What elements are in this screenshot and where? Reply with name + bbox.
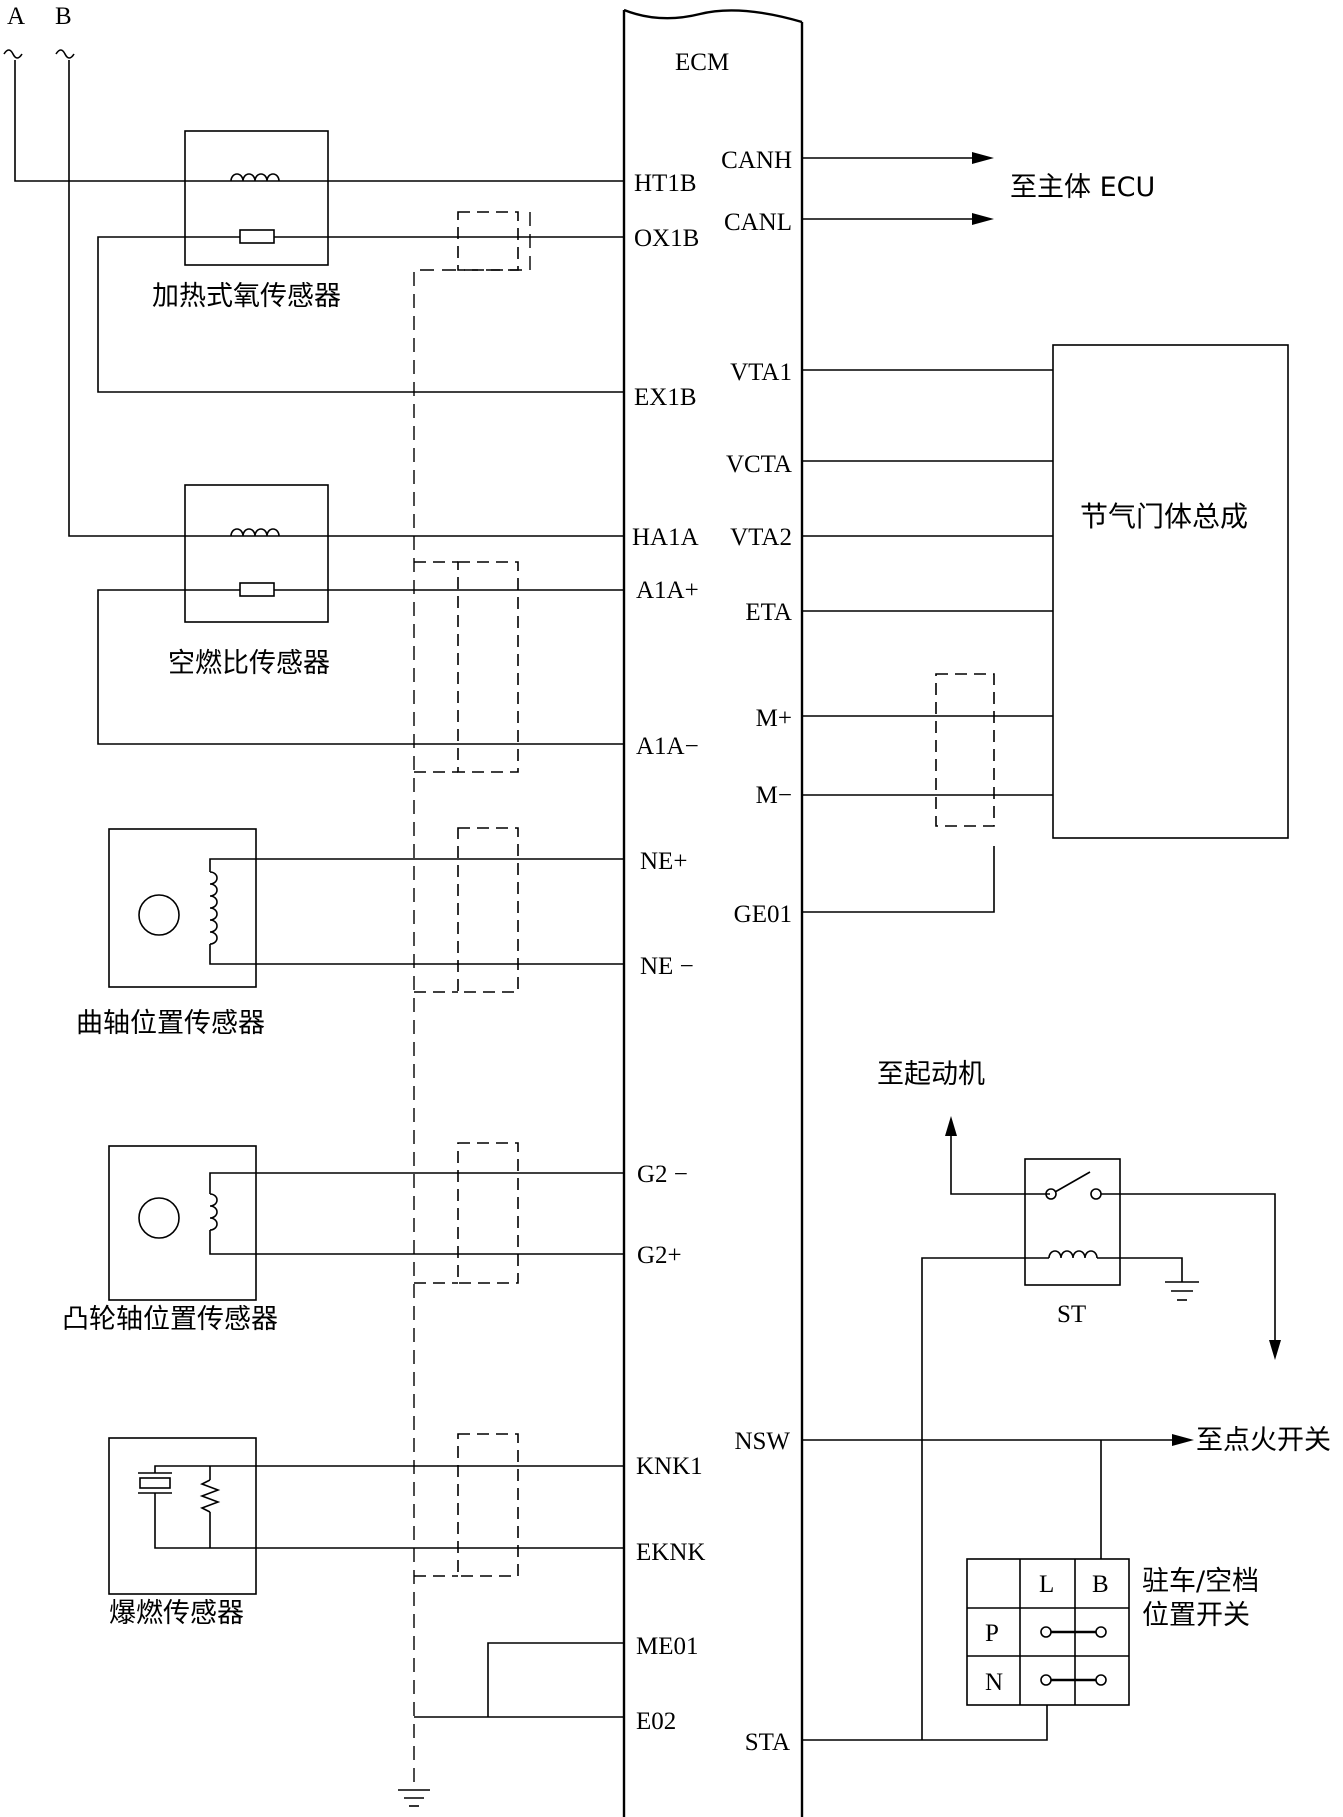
ecm-left-pins: HT1B OX1B EX1B HA1A A1A+ A1A− NE+ NE − G… xyxy=(632,170,705,1735)
knock-sensor: 爆燃传感器 xyxy=(108,1437,624,1629)
crankshaft-sensor: 曲轴位置传感器 xyxy=(76,828,624,1039)
pin-a1a-minus: A1A− xyxy=(636,733,699,760)
ecm-right-pins: CANH CANL VTA1 VCTA VTA2 ETA M+ M− GE01 … xyxy=(721,147,792,1756)
camshaft-sensor-label: 凸轮轴位置传感器 xyxy=(62,1304,278,1335)
pn-row-p: P xyxy=(985,1620,999,1647)
rotor-icon xyxy=(138,1197,180,1239)
pn-switch-label-1: 驻车/空档 xyxy=(1142,1566,1259,1597)
arrow-right-icon xyxy=(972,152,994,164)
camshaft-sensor: 凸轮轴位置传感器 xyxy=(62,1145,624,1335)
resistor-zigzag-icon xyxy=(199,1479,221,1513)
pin-ha1a: HA1A xyxy=(632,524,699,551)
starter-relay: 至起动机 ST xyxy=(877,1059,1281,1740)
park-neutral-switch: L B P N 驻车/空档 位置开关 xyxy=(802,1558,1259,1741)
pin-ox1b: OX1B xyxy=(634,225,699,252)
pn-switch-label-2: 位置开关 xyxy=(1142,1600,1250,1631)
heated-oxygen-sensor-label: 加热式氧传感器 xyxy=(152,281,341,312)
pin-sta: STA xyxy=(745,1729,790,1756)
heated-oxygen-sensor: 加热式氧传感器 xyxy=(97,130,624,393)
pin-me01: ME01 xyxy=(636,1633,699,1660)
coil-icon xyxy=(1048,1250,1098,1259)
resistor-icon xyxy=(239,229,275,244)
pin-vta2: VTA2 xyxy=(730,524,792,551)
rotor-icon xyxy=(138,894,180,936)
ecm-unit: ECM xyxy=(622,8,804,1817)
knock-sensor-label: 爆燃传感器 xyxy=(109,1598,244,1629)
throttle-body-label: 节气门体总成 xyxy=(1080,500,1248,533)
arrow-down-icon xyxy=(1269,1340,1281,1360)
arrow-right-icon xyxy=(1172,1434,1194,1446)
pin-vta1: VTA1 xyxy=(730,359,792,386)
ignition-switch-label: 至点火开关 xyxy=(1196,1425,1331,1456)
pin-ge01: GE01 xyxy=(734,901,792,928)
arrow-right-icon xyxy=(972,213,994,225)
air-fuel-sensor: 空燃比传感器 xyxy=(97,484,624,745)
pin-ht1b: HT1B xyxy=(634,170,697,197)
throttle-body: 节气门体总成 xyxy=(802,344,1289,913)
piezo-element-icon xyxy=(139,1477,171,1489)
pin-eta: ETA xyxy=(745,599,792,626)
ecm-title: ECM xyxy=(675,49,729,76)
pin-eknk: EKNK xyxy=(636,1539,705,1566)
pin-m-plus: M+ xyxy=(756,705,792,732)
st-relay-label: ST xyxy=(1057,1301,1086,1328)
pn-col-b: B xyxy=(1092,1571,1109,1598)
crankshaft-sensor-label: 曲轴位置传感器 xyxy=(76,1008,265,1039)
pin-e02: E02 xyxy=(636,1708,676,1735)
coil-icon xyxy=(230,173,280,182)
shield-lines xyxy=(413,211,531,1790)
can-lines: 至主体 ECU xyxy=(802,152,1155,225)
power-inputs: A B xyxy=(3,3,624,537)
pin-ne-minus: NE − xyxy=(640,953,694,980)
pin-g2-minus: G2 − xyxy=(637,1161,688,1188)
power-b-tilde-icon xyxy=(55,49,75,59)
ecm-ground xyxy=(398,1642,624,1807)
resistor-icon xyxy=(239,582,275,597)
pin-canh: CANH xyxy=(721,147,792,174)
power-b-label: B xyxy=(55,3,72,30)
coil-icon xyxy=(209,1193,218,1231)
coil-icon xyxy=(230,528,280,537)
body-ecu-label: 至主体 ECU xyxy=(1010,172,1155,203)
pin-m-minus: M− xyxy=(756,782,792,809)
air-fuel-sensor-label: 空燃比传感器 xyxy=(168,648,330,679)
starter-label: 至起动机 xyxy=(877,1059,985,1090)
pin-ne-plus: NE+ xyxy=(640,848,687,875)
pn-row-n: N xyxy=(985,1669,1003,1696)
pin-vcta: VCTA xyxy=(726,451,792,478)
pin-nsw: NSW xyxy=(734,1428,790,1455)
pin-ex1b: EX1B xyxy=(634,384,697,411)
pn-col-l: L xyxy=(1039,1571,1054,1598)
pin-canl: CANL xyxy=(724,209,792,236)
pin-g2-plus: G2+ xyxy=(637,1242,682,1269)
nsw-line: 至点火开关 xyxy=(802,1425,1331,1559)
power-a-label: A xyxy=(7,3,25,30)
power-a-tilde-icon xyxy=(3,49,23,59)
arrow-up-icon xyxy=(945,1116,957,1136)
coil-icon xyxy=(209,871,218,945)
pin-knk1: KNK1 xyxy=(636,1453,703,1480)
pin-a1a-plus: A1A+ xyxy=(636,577,699,604)
